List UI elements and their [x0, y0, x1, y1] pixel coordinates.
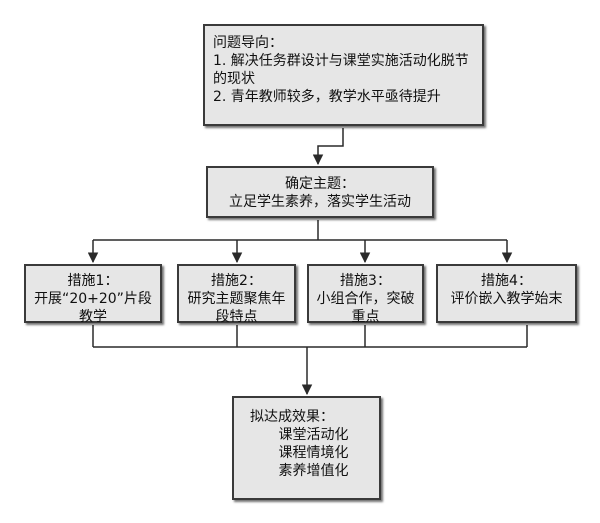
problem-title: 问题导向： — [213, 35, 283, 51]
measure-1-line-1: 开展“20+20”片段 — [34, 291, 152, 307]
measure-4-box: 措施4： 评价嵌入教学始末 — [436, 264, 577, 323]
arrow-problem-to-topic — [312, 128, 344, 166]
measure-2-line-2: 段特点 — [215, 309, 258, 325]
measure-3-line-1: 小组合作，突破 — [316, 291, 415, 307]
measure-4-line-1: 评价嵌入教学始末 — [450, 291, 563, 307]
problem-box: 问题导向： 1. 解决任务群设计与课堂实施活动化脱节 的现状 2. 青年教师较多… — [203, 24, 484, 126]
effect-title: 拟达成效果： — [250, 409, 334, 425]
topic-title: 确定主题： — [285, 176, 355, 192]
measure-1-box: 措施1： 开展“20+20”片段 教学 — [24, 264, 162, 325]
effect-item-2: 课程情境化 — [278, 445, 349, 461]
problem-line-2: 的现状 — [213, 71, 255, 87]
topic-box: 确定主题： 立足学生素养，落实学生活动 — [206, 166, 434, 218]
effect-item-1: 课堂活动化 — [278, 427, 349, 443]
measure-2-line-1: 研究主题聚焦年 — [187, 291, 286, 307]
measure-3-box: 措施3： 小组合作，突破 重点 — [307, 264, 424, 325]
measure-3-line-2: 重点 — [351, 309, 380, 325]
measure-2-box: 措施2： 研究主题聚焦年 段特点 — [177, 264, 296, 325]
measure-1-title: 措施1： — [67, 273, 119, 289]
topic-text: 立足学生素养，落实学生活动 — [229, 194, 411, 210]
measure-3-title: 措施3： — [340, 273, 391, 289]
problem-line-3: 2. 青年教师较多，教学水平亟待提升 — [213, 89, 441, 105]
measure-2-title: 措施2： — [211, 273, 262, 289]
problem-line-1: 1. 解决任务群设计与课堂实施活动化脱节 — [213, 53, 469, 69]
effect-item-3: 素养增值化 — [278, 463, 349, 479]
measure-4-title: 措施4： — [481, 273, 532, 289]
effect-box: 拟达成效果： 课堂活动化 课程情境化 素养增值化 — [232, 396, 381, 500]
measure-1-line-2: 教学 — [79, 309, 107, 325]
